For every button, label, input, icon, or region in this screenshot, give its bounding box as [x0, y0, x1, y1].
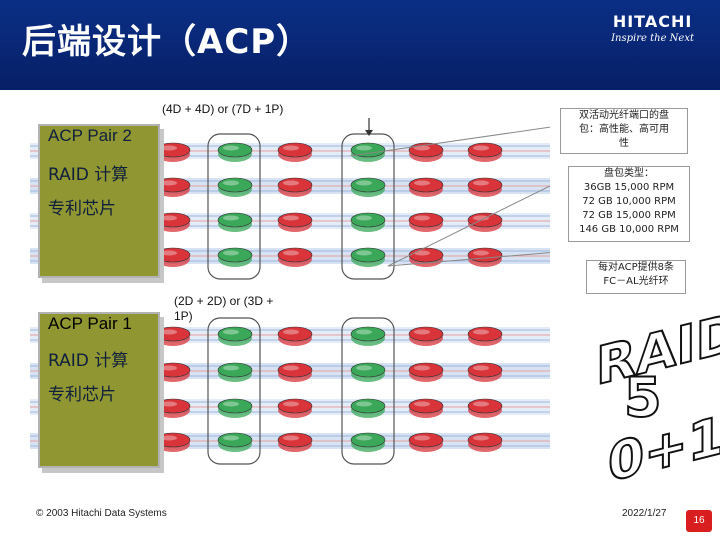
callout-dual-port: 双活动光纤端口的盘 包：高性能、高可用 性 [560, 108, 688, 154]
disk-array-diagram [30, 118, 550, 465]
disk-red [408, 398, 444, 418]
page-number-badge: 16 [686, 510, 712, 532]
disk-green [350, 362, 386, 382]
date-text: 2022/1/27 [622, 508, 667, 519]
disk-green [217, 177, 253, 197]
top-raid-config: (4D + 4D) or (7D + 1P) [162, 102, 284, 116]
acp-pair-1-panel [38, 312, 160, 468]
disk-red [155, 362, 191, 382]
callout-disk-types: 盘包类型： 36GB 15,000 RPM 72 GB 10,000 RPM 7… [568, 166, 690, 242]
disk-red [277, 142, 313, 162]
disk-red [467, 177, 503, 197]
disk-green [350, 142, 386, 162]
raid-art-five: 5 [623, 365, 663, 430]
disk-red [408, 432, 444, 452]
disk-red [155, 432, 191, 452]
disk-red [155, 142, 191, 162]
callout-lines [349, 126, 550, 267]
disk-red [277, 326, 313, 346]
callout-fc-loops: 每对ACP提供8条 FC－AL光纤环 [586, 260, 686, 294]
disk-red [467, 398, 503, 418]
title-bar: 后端设计（ACP） HITACHI Inspire the Next [0, 0, 720, 90]
disk-red [277, 247, 313, 267]
disk-green [350, 432, 386, 452]
disk-red [467, 212, 503, 232]
disk-green [350, 326, 386, 346]
disk-red [408, 212, 444, 232]
acp-pair-2-label: ACP Pair 2 [48, 126, 132, 145]
disk-green [217, 432, 253, 452]
disk-green [217, 362, 253, 382]
acp-pair-1-label: ACP Pair 1 [48, 314, 132, 333]
disk-green [217, 142, 253, 162]
arrow-down-icon [365, 118, 373, 136]
disk-red [277, 398, 313, 418]
patent-chip-label-top: 专利芯片 [48, 199, 116, 219]
disk-green [350, 177, 386, 197]
bottom-raid-config: (2D + 2D) or (3D + 1P) [174, 294, 274, 323]
disk-green [217, 212, 253, 232]
disk-red [155, 398, 191, 418]
disk-green [217, 398, 253, 418]
hitachi-logo: HITACHI Inspire the Next [611, 12, 694, 44]
disk-red [408, 362, 444, 382]
disk-grid [98, 142, 503, 452]
page-title: 后端设计（ACP） [22, 22, 312, 62]
disk-red [277, 212, 313, 232]
raid-calc-label-top: RAID 计算 [48, 165, 129, 185]
copyright-text: © 2003 Hitachi Data Systems [36, 508, 167, 519]
disk-red [467, 432, 503, 452]
logo-slogan: Inspire the Next [611, 33, 694, 44]
group-outline-bottom [207, 317, 395, 465]
logo-brand: HITACHI [612, 12, 693, 31]
disk-red [155, 247, 191, 267]
disk-green [350, 398, 386, 418]
disk-red [467, 326, 503, 346]
disk-red [277, 432, 313, 452]
disk-red [467, 142, 503, 162]
acp-pair-2-panel [38, 124, 160, 278]
disk-red [408, 142, 444, 162]
disk-green [217, 247, 253, 267]
disk-red [277, 177, 313, 197]
disk-red [408, 326, 444, 346]
disk-red [155, 212, 191, 232]
patent-chip-label-bottom: 专利芯片 [48, 385, 116, 405]
disk-green [350, 247, 386, 267]
disk-red [155, 326, 191, 346]
disk-green [217, 326, 253, 346]
disk-red [277, 362, 313, 382]
disk-green [350, 212, 386, 232]
disk-red [408, 177, 444, 197]
disk-red [467, 362, 503, 382]
raid-calc-label-bottom: RAID 计算 [48, 351, 129, 371]
disk-red [155, 177, 191, 197]
